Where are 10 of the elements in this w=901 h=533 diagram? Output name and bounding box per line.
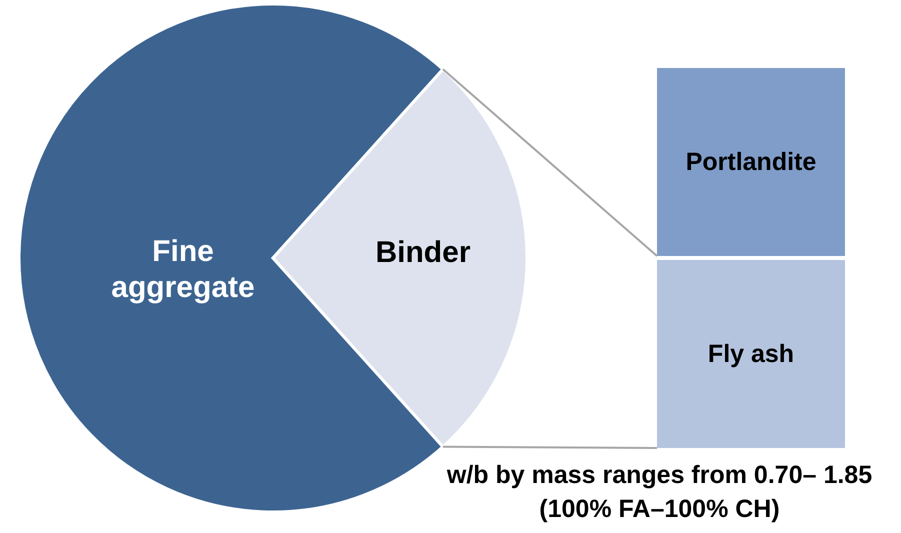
bar-segment bbox=[657, 260, 845, 448]
segment-label: Fly ash bbox=[708, 340, 794, 368]
slice-label: Fine aggregate bbox=[110, 234, 256, 306]
slice-label: Binder bbox=[374, 235, 472, 271]
note-text: w/b by mass ranges from 0.70– 1.85 (100% FA–100% CH) bbox=[446, 460, 874, 525]
bar-segment bbox=[657, 68, 845, 256]
pie-slice bbox=[273, 68, 527, 448]
connector-line bbox=[442, 446, 657, 449]
connector-line bbox=[442, 68, 658, 257]
segment-label: Portlandite bbox=[686, 148, 816, 176]
